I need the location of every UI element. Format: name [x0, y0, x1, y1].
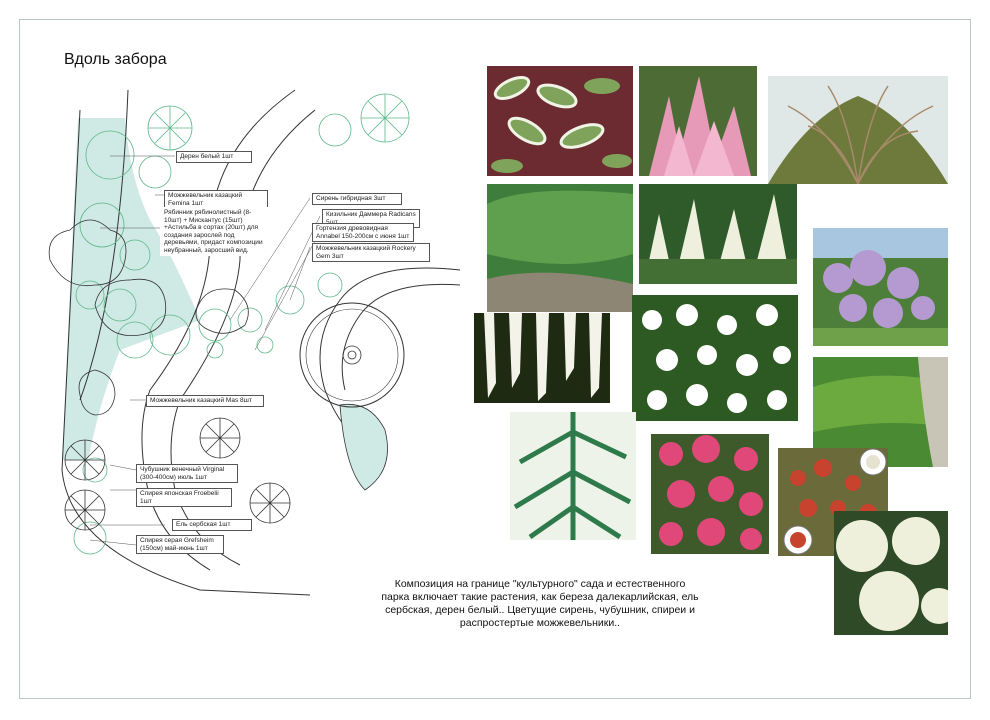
photo-miscanthus	[768, 76, 948, 184]
photo-picea	[510, 412, 636, 540]
fence-line	[79, 89, 129, 401]
label-mozh-mas: Можжевельник казацкий Mas 8шт	[146, 395, 264, 407]
photo-spiraea-pink	[651, 434, 769, 554]
leader-lines	[89, 155, 321, 546]
planting-plan	[48, 89, 460, 596]
caption-text: Композиция на границе "культурного" сада…	[381, 578, 699, 629]
photo-spiraea-white	[474, 313, 610, 403]
photo-astilbe-white	[639, 184, 797, 284]
photo-hydrangea	[834, 511, 948, 635]
label-deren: Дерен белый 1шт	[176, 151, 252, 163]
tree-symbols-dark	[64, 417, 291, 531]
label-el: Ель сербская 1шт	[172, 519, 252, 531]
pond	[339, 403, 388, 491]
label-gortenziya: Гортензия древовидная Annabel 150-200см …	[312, 223, 414, 242]
path-curve-4	[341, 283, 460, 391]
label-ryabinnik: Рябинник рябинолистный (8-10шт) + Мискан…	[160, 207, 268, 256]
shrub-symbols	[73, 113, 352, 555]
path-curve-1	[141, 89, 296, 571]
planting-area	[62, 118, 200, 460]
boundary-line	[61, 109, 311, 596]
page-title: Вдоль забора	[64, 51, 167, 68]
label-mozh-rockery: Можжевельник казацкий Rockery Gem 3шт	[312, 243, 430, 262]
photo-astilbe-pink	[639, 66, 757, 176]
label-chubushnik: Чубушник венечный Virginal (300-400см) и…	[136, 464, 238, 483]
photo-lilac	[813, 228, 948, 346]
tree-symbols-green	[147, 93, 410, 151]
label-spireya-grefsheim: Спирея серая Grefsheim (150см) май-июнь …	[136, 535, 224, 554]
path-curve-3	[319, 267, 460, 451]
photo-juniper-rockery	[487, 184, 633, 312]
photo-cornus	[487, 66, 633, 176]
photo-philadelphus	[632, 295, 798, 421]
label-siren: Сирень гибридная 3шт	[312, 193, 402, 205]
label-spireya-froebelii: Спирея японская Froebelii 1шт	[136, 488, 232, 507]
page-frame	[19, 19, 971, 699]
round-bed	[299, 302, 405, 408]
